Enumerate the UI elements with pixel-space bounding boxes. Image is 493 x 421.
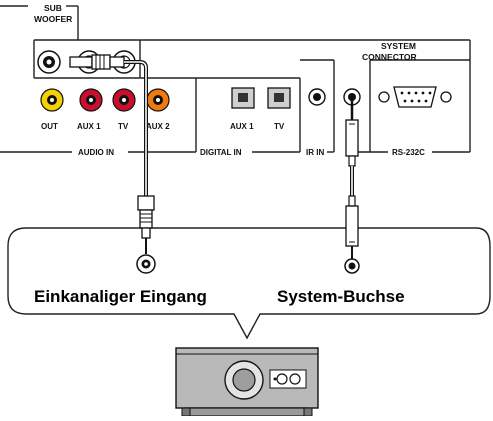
rca-cable-icon <box>69 54 155 254</box>
subwoofer-device-icon <box>175 347 319 417</box>
optical-jack-icon <box>231 87 255 109</box>
subwoofer-label: SUB <box>44 3 62 13</box>
label-rs232c: RS-232C <box>392 148 425 157</box>
system-connector-label: SYSTEM <box>381 41 416 51</box>
caption-system-jack: System-Buchse <box>277 287 405 306</box>
rca-jack-icon <box>79 88 103 112</box>
label-aux2: AUX 2 <box>146 122 170 131</box>
label-tv: TV <box>118 122 129 131</box>
rca-jack-icon <box>146 88 170 112</box>
subwoofer-label-2: WOOFER <box>34 14 72 24</box>
callout-bubble <box>7 227 491 340</box>
rca-jack-icon <box>40 88 64 112</box>
rca-jack-icon <box>37 50 61 74</box>
rca-jack-icon <box>112 88 136 112</box>
label-digital-aux1: AUX 1 <box>230 122 254 131</box>
label-audio-in: AUDIO IN <box>78 148 114 157</box>
label-aux1: AUX 1 <box>77 122 101 131</box>
db9-connector-icon <box>378 86 452 108</box>
label-digital-tv: TV <box>274 122 285 131</box>
mini-jack-icon <box>308 88 326 106</box>
rca-jack-icon <box>136 254 156 274</box>
rear-panel <box>0 5 471 153</box>
caption-single-channel-input: Einkanaliger Eingang <box>34 287 207 306</box>
optical-jack-icon <box>267 87 291 109</box>
label-ir-in: IR IN <box>306 148 324 157</box>
mini-jack-icon <box>344 258 360 274</box>
system-connector-label-2: CONNECTOR <box>362 52 417 62</box>
label-digital-in: DIGITAL IN <box>200 148 242 157</box>
label-out: OUT <box>41 122 58 131</box>
mini-plug-cable-icon <box>345 97 359 260</box>
